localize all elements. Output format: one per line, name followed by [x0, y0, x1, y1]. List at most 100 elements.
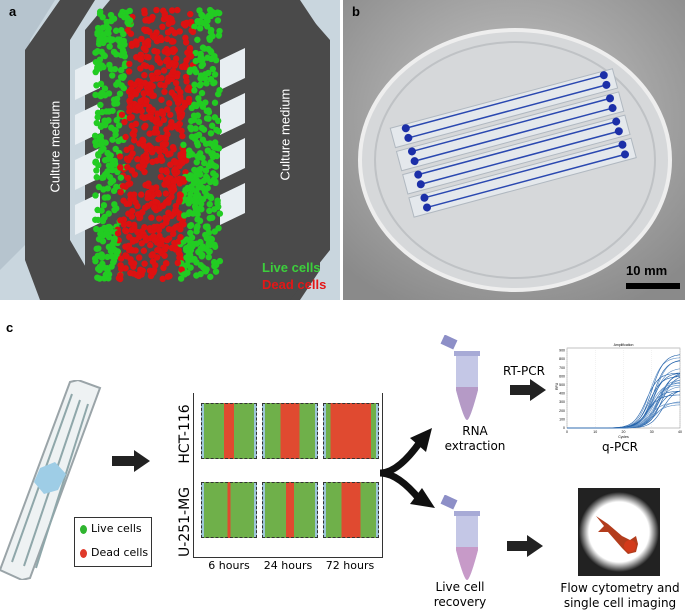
- live-cell-dot: [92, 158, 100, 165]
- live-cell-dot: [201, 159, 208, 167]
- qpcr-x-tick: 40: [678, 430, 682, 434]
- live-cell-dot: [207, 235, 215, 242]
- dead-cell-dot: [139, 158, 146, 166]
- dead-cell-dot: [178, 266, 185, 273]
- dead-cell-dot: [117, 275, 124, 283]
- port-dot: [423, 203, 432, 212]
- live-cell-dot: [108, 161, 116, 168]
- dead-cell-dot: [147, 113, 154, 121]
- qpcr-y-tick: 800: [559, 357, 565, 361]
- live-cell-dot: [118, 26, 125, 34]
- live-cell-dot: [199, 103, 207, 110]
- dead-cell-dot: [130, 191, 138, 198]
- live-cell-dot: [205, 240, 212, 248]
- dead-cell-dot: [125, 181, 132, 188]
- dead-cell-dot: [140, 137, 147, 145]
- live-cell-dot: [195, 19, 202, 26]
- dead-cell-dot: [153, 157, 160, 164]
- live-cell-dot: [94, 64, 101, 71]
- dead-cell-dot: [189, 28, 197, 36]
- dead-cell-dot: [163, 237, 171, 244]
- live-cell-dot: [109, 240, 117, 248]
- live-cell-dot: [207, 194, 215, 202]
- dead-cell-dot: [117, 255, 125, 262]
- live-cell-dot: [117, 73, 125, 81]
- dead-cell-dot: [138, 240, 145, 247]
- dead-cell-dot: [145, 89, 153, 97]
- live-cell-dot: [117, 174, 125, 181]
- live-cell-dot: [194, 191, 202, 199]
- dead-cell-dot: [116, 153, 124, 160]
- dead-cell-dot: [180, 148, 187, 155]
- live-cell-dot: [197, 81, 204, 88]
- live-cell-dot: [107, 179, 114, 186]
- live-cell-dot: [187, 66, 194, 74]
- qpcr-x-tick: 20: [622, 430, 626, 434]
- panel-b-label: b: [352, 4, 360, 19]
- column-label-6h: 6 hours: [208, 559, 250, 572]
- dead-cell-dot: [123, 253, 130, 260]
- cell-culture-image: [323, 482, 379, 538]
- live-cell-dot: [211, 79, 218, 86]
- live-cell-dot: [192, 49, 199, 57]
- live-cell-dot: [193, 225, 201, 232]
- port-dot: [612, 117, 621, 126]
- dead-cell-dot: [172, 55, 180, 62]
- dead-cell-dot: [158, 75, 165, 82]
- dead-cell-dot: [155, 190, 162, 198]
- live-cell-dot: [208, 150, 215, 157]
- live-cell-dot: [187, 222, 195, 229]
- dead-cell-dot: [127, 79, 134, 87]
- dead-cell-dot: [174, 6, 181, 14]
- live-cell-dot: [202, 140, 210, 147]
- dead-cell-dot: [132, 90, 139, 98]
- live-cell-dot: [216, 210, 224, 217]
- port-dot: [614, 127, 623, 136]
- dead-cell-dot: [183, 57, 190, 64]
- live-cell-dot: [124, 14, 131, 22]
- live-cell-dot: [118, 51, 125, 59]
- port-dot: [410, 157, 419, 166]
- live-cell-dot: [109, 72, 116, 79]
- channel-line: [411, 97, 611, 153]
- dead-cell-dot: [175, 210, 183, 217]
- cell-culture-image: [262, 403, 318, 459]
- dead-cell-dot: [121, 118, 128, 126]
- live-cell-dot: [188, 117, 195, 125]
- live-cell-dot: [94, 24, 102, 32]
- dead-cell-dot: [179, 175, 187, 183]
- dead-cell-dot: [164, 106, 171, 113]
- dead-cell-dot: [141, 71, 148, 79]
- qpcr-xlabel: Cycles: [618, 435, 629, 439]
- dead-cell-dot: [167, 111, 174, 118]
- live-cell-dot: [103, 170, 110, 177]
- live-cell-dot: [188, 234, 196, 241]
- dead-cell-dot: [124, 174, 132, 182]
- dead-cell-dot: [117, 188, 124, 196]
- live-cell-dot: [103, 230, 110, 237]
- live-cell-dot: [211, 71, 219, 78]
- live-cell-dot: [102, 271, 110, 278]
- port-dot: [602, 80, 611, 89]
- live-cell-dot: [93, 167, 100, 174]
- live-cell-dot: [214, 9, 221, 16]
- port-dot: [621, 150, 630, 159]
- qpcr-x-tick: 10: [593, 430, 597, 434]
- live-cell-dot: [185, 147, 193, 154]
- dead-cell-dot: [172, 79, 180, 87]
- live-cell-dot: [113, 249, 121, 256]
- dead-cell-dot: [159, 23, 166, 31]
- live-cell-icon: [80, 525, 87, 534]
- live-cell-dot: [101, 117, 108, 124]
- qpcr-y-tick: 300: [559, 400, 565, 404]
- dead-cell-dot: [150, 92, 158, 99]
- dead-cell-dot: [142, 62, 150, 70]
- dead-cell-dot: [177, 233, 184, 241]
- live-cell-dot: [212, 268, 220, 275]
- live-cell-dot: [211, 114, 219, 121]
- panel-b-photo: [343, 0, 685, 300]
- dead-cell-dot: [141, 79, 149, 87]
- dead-cell-dot: [114, 230, 122, 237]
- dead-cell-dot: [127, 269, 134, 277]
